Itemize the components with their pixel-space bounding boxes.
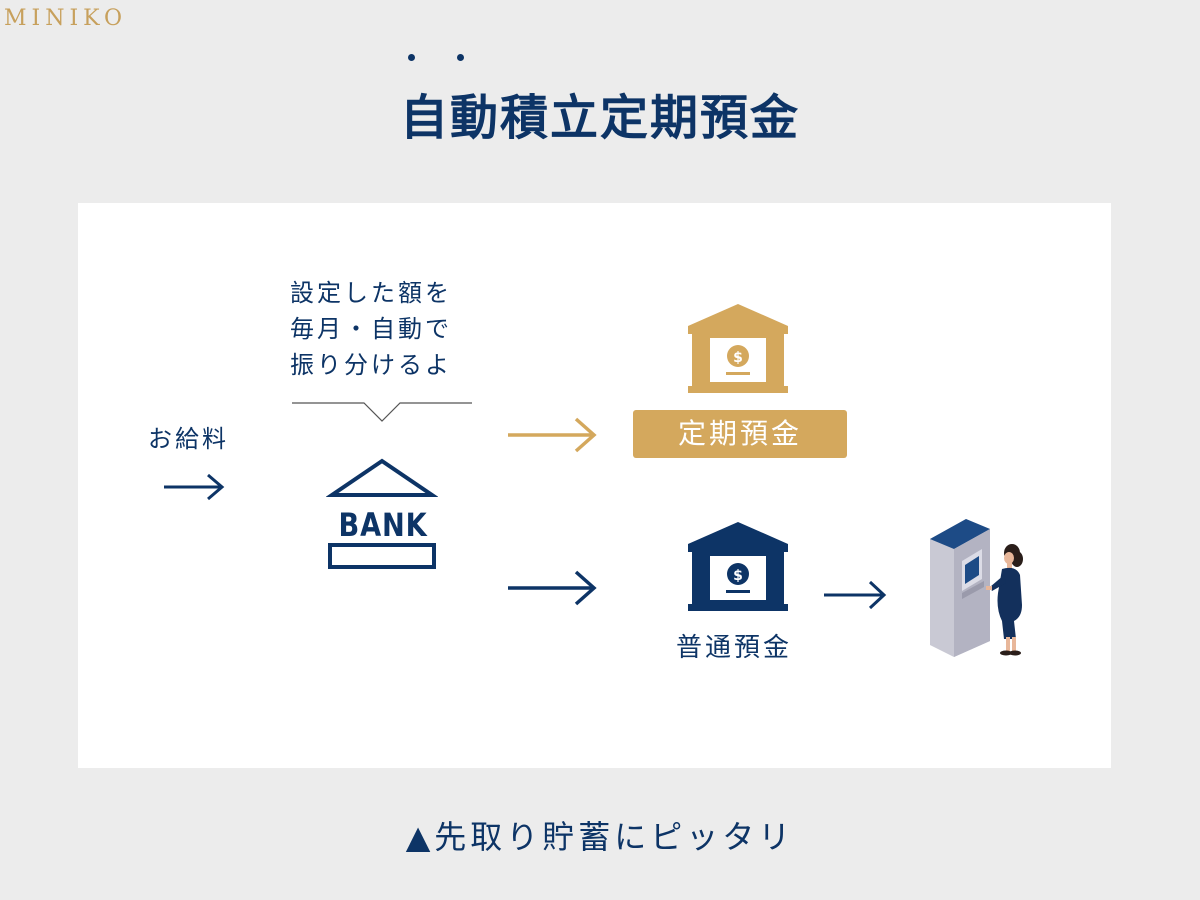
bubble-line-3: 振り分けるよ — [290, 351, 452, 379]
diagram-panel: お給料 設定した額を 毎月・自動で 振り分けるよ BANK $ 定期預金 — [78, 203, 1111, 768]
bank-label: BANK — [338, 506, 428, 544]
title-block: 自動積立定期預金 — [0, 48, 1200, 148]
bubble-line-1: 設定した額を — [290, 279, 452, 307]
ordinary-deposit-label: 普通預金 — [676, 633, 793, 663]
salary-arrow-icon — [164, 473, 225, 501]
emphasis-dot-left — [408, 54, 415, 61]
arrow-to-atm-icon — [824, 580, 887, 610]
salary-label: お給料 — [148, 425, 229, 453]
arrow-to-fixed-deposit-icon — [508, 417, 597, 453]
fixed-deposit-bank-icon: $ — [688, 304, 788, 393]
fixed-deposit-badge: 定期預金 — [633, 410, 847, 458]
brand-logo: MINIKO — [4, 6, 128, 31]
page-title: 自動積立定期預金 — [399, 90, 800, 146]
emphasis-dot-right — [457, 54, 464, 61]
caption: ▲先取り貯蓄にピッタリ — [405, 818, 795, 856]
bubble-line-2: 毎月・自動で — [290, 315, 452, 343]
atm-user-illustration — [930, 519, 1023, 657]
svg-text:$: $ — [733, 350, 743, 366]
speech-bubble-pointer — [292, 402, 472, 422]
speech-bubble-text: 設定した額を 毎月・自動で 振り分けるよ — [290, 275, 510, 383]
svg-text:$: $ — [733, 568, 743, 584]
bank-icon — [326, 458, 438, 569]
ordinary-deposit-bank-icon: $ — [688, 522, 788, 611]
arrow-to-ordinary-deposit-icon — [508, 570, 597, 606]
